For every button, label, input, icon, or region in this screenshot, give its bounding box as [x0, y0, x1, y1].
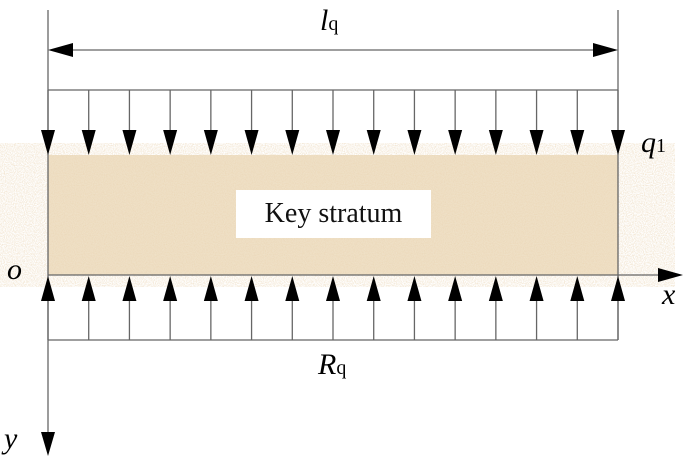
down-arrow-icon — [407, 130, 422, 155]
down-arrow-icon — [244, 130, 259, 155]
stratum-label-box: Key stratum — [236, 190, 431, 238]
y-axis-arrow-icon — [41, 432, 55, 456]
down-arrow-icon — [366, 130, 381, 155]
down-arrow-icon — [326, 130, 340, 155]
up-arrow-icon — [81, 276, 96, 301]
dimension-arrowheads — [41, 43, 683, 456]
up-arrow-icon — [448, 276, 463, 301]
up-arrow-icon — [244, 276, 259, 301]
down-arrow-icon — [122, 130, 137, 155]
down-arrow-icon — [448, 130, 463, 155]
load-label: q1 — [641, 126, 666, 159]
reaction-arrows — [41, 276, 625, 340]
up-arrow-icon — [488, 276, 503, 301]
up-arrow-icon — [203, 276, 218, 301]
up-arrow-icon — [122, 276, 137, 301]
span-label: lq — [320, 4, 339, 37]
up-arrow-icon — [163, 276, 178, 301]
up-arrow-icon — [366, 276, 381, 301]
down-arrow-icon — [203, 130, 218, 155]
up-arrow-icon — [407, 276, 422, 301]
up-arrow-icon — [529, 276, 544, 301]
distributed-load-arrows — [41, 90, 625, 155]
down-arrow-icon — [611, 130, 625, 155]
down-arrow-icon — [570, 130, 585, 155]
stratum-label: Key stratum — [264, 198, 403, 229]
origin-label: o — [7, 253, 22, 286]
down-arrow-icon — [41, 130, 55, 155]
down-arrow-icon — [81, 130, 96, 155]
down-arrow-icon — [529, 130, 544, 155]
down-arrow-icon — [285, 130, 300, 155]
y-axis-label: y — [4, 422, 18, 455]
down-arrow-icon — [163, 130, 178, 155]
up-arrow-icon — [570, 276, 585, 301]
up-arrow-icon — [285, 276, 300, 301]
x-axis-label: x — [662, 278, 676, 311]
up-arrow-icon — [611, 276, 625, 301]
reaction-label: Rq — [318, 348, 347, 381]
down-arrow-icon — [488, 130, 503, 155]
up-arrow-icon — [41, 276, 55, 301]
up-arrow-icon — [326, 276, 340, 301]
frame-lines — [47, 10, 665, 440]
x-axis-arrow-icon — [658, 268, 683, 282]
